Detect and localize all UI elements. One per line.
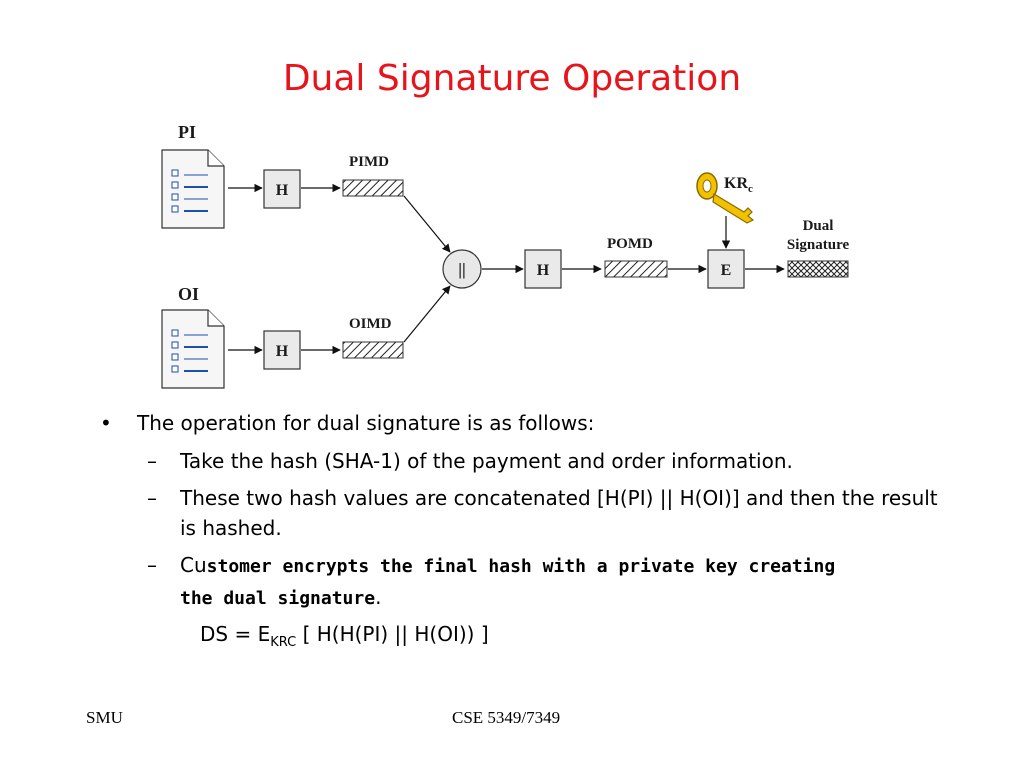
dual-signature-label-line2: Signature [787,237,850,253]
sub-bullet-3-bold: stomer encrypts the final hash with a pr… [206,556,836,577]
private-key-icon [696,172,755,224]
concat-operator: || [442,249,482,289]
encrypt-box: E [707,249,745,289]
sub-bullet-3-text: Customer encrypts the final hash with a … [180,550,940,614]
oi-label: OI [178,284,199,304]
key-label: KRc [724,175,753,195]
pimd-digest-bar [342,179,404,197]
sub-bullet-dash: – [147,486,157,510]
oi-document-icon [161,309,225,389]
pimd-to-concat-arrow [403,195,451,253]
oimd-to-concat-arrow [403,285,451,343]
sub-bullet-dash: – [147,449,157,473]
concat-label: || [458,260,466,279]
oi-hash-label: H [276,343,289,360]
oimd-digest-bar [342,341,404,359]
dual-signature-formula: DS = EKRC [ H(H(PI) || H(OI)) ] [200,622,489,650]
main-bullet-text: The operation for dual signature is as f… [137,411,595,435]
pi-document-icon [161,149,225,229]
oi-hash-box: H [263,330,301,370]
encrypt-label: E [721,262,732,279]
dual-signature-diagram: PI OI H H PIMD OIMD || [161,122,850,389]
sub-bullet-3-prefix: Cu [180,553,207,577]
dual-signature-bar [787,260,849,278]
pomd-hash-box: H [524,249,562,289]
sub-bullet-3-suffix: . [375,585,382,609]
formula-prefix: DS = E [200,622,271,646]
pimd-label: PIMD [349,154,389,170]
sub-bullet-3-bold-end: the dual signature [180,588,376,609]
pi-label: PI [178,122,196,142]
bullet-dot: • [100,411,112,435]
pomd-digest-bar [604,260,668,278]
formula-subscript: KRC [270,635,297,650]
footer-right: CSE 5349/7349 [452,708,561,727]
dual-signature-label-line1: Dual [803,218,834,234]
pi-hash-label: H [276,182,289,199]
pomd-hash-label: H [537,262,550,279]
slide-title: Dual Signature Operation [282,58,742,99]
sub-bullet-dash: – [147,553,157,577]
footer-left: SMU [86,708,123,727]
formula-suffix: [ H(H(PI) || H(OI)) ] [296,622,489,646]
sub-bullet-1-text: Take the hash (SHA-1) of the payment and… [180,449,793,473]
pi-hash-box: H [263,169,301,209]
sub-bullet-2-text: These two hash values are concatenated [… [180,486,938,540]
oimd-label: OIMD [349,316,392,332]
pomd-label: POMD [607,236,653,252]
